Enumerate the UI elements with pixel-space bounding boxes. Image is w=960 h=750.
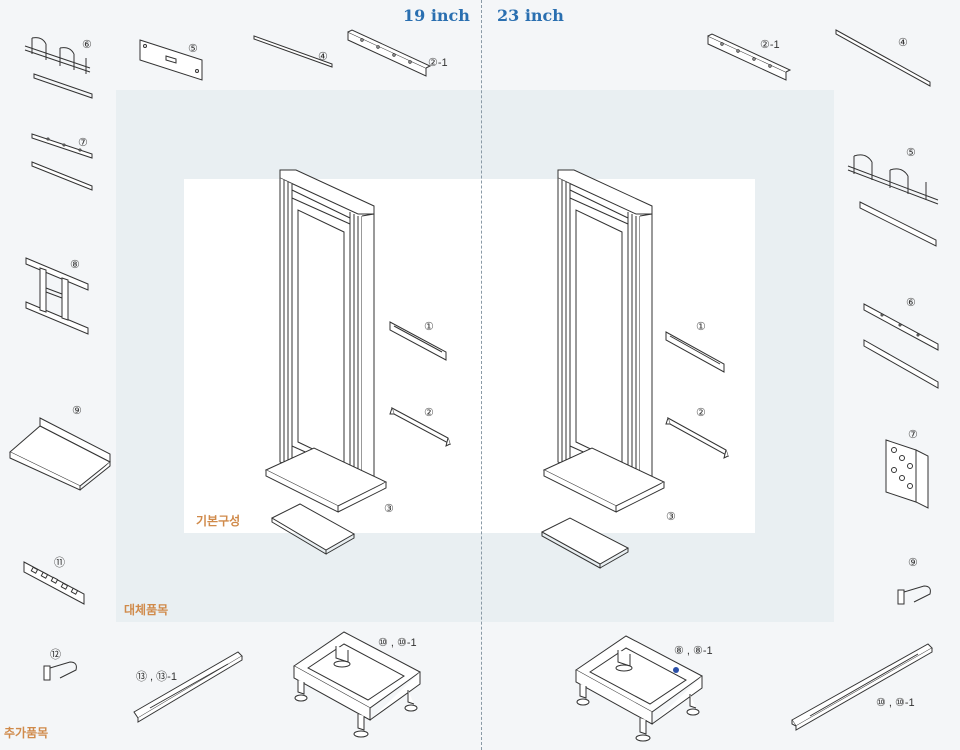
callout-1: ① — [424, 321, 434, 333]
slide-rail-part — [790, 640, 936, 732]
callout-10: ⑩ , ⑩-1 — [876, 697, 915, 709]
cable-hook-part — [894, 580, 934, 610]
callout-7: ⑦ — [908, 429, 918, 441]
highlight-dot — [673, 667, 679, 673]
callout-6: ⑥ — [906, 297, 916, 309]
callout-2-1: ②-1 — [428, 57, 448, 69]
callout-12: ⑫ — [50, 649, 61, 661]
cable-hook-part — [40, 656, 80, 686]
zone-label-replacement: 대체품목 — [124, 603, 169, 617]
callout-2: ② — [424, 407, 434, 419]
callout-3: ③ — [666, 511, 676, 523]
callout-8: ⑧ — [70, 259, 80, 271]
support-bar-part — [834, 28, 934, 88]
callout-4: ④ — [898, 37, 908, 49]
blank-panel-part — [136, 36, 208, 86]
zone-label-basic: 기본구성 — [196, 514, 241, 528]
callout-2-1: ②-1 — [760, 39, 780, 51]
zone-label-additional: 추가품목 — [4, 726, 49, 740]
slide-rail-part — [132, 650, 246, 722]
size-divider-line — [481, 0, 482, 750]
mounting-rail-part — [346, 28, 430, 82]
callout-13: ⑬ , ⑬-1 — [136, 671, 177, 683]
rack-frame-23 — [540, 166, 666, 514]
cable-manager-part — [20, 34, 100, 114]
mounting-strip-part — [28, 128, 98, 198]
rail-bracket-part — [388, 404, 454, 450]
callout-5: ⑤ — [906, 147, 916, 159]
frame-bracket-part — [22, 254, 94, 338]
base-stand-part — [288, 628, 426, 740]
callout-11: ⑪ — [54, 557, 65, 569]
rack-frame-19 — [262, 166, 388, 514]
callout-7: ⑦ — [78, 137, 88, 149]
callout-1: ① — [696, 321, 706, 333]
mounting-rail-part — [706, 32, 790, 88]
base-stand-part — [570, 632, 708, 746]
callout-10: ⑩ , ⑩-1 — [378, 637, 417, 649]
support-bar-part — [252, 34, 334, 70]
base-plate-part — [540, 514, 630, 570]
callout-4: ④ — [318, 51, 328, 63]
power-strip-part — [22, 558, 88, 608]
cable-manager-part — [844, 146, 942, 250]
panel-rail-part — [664, 328, 728, 374]
callout-5: ⑤ — [188, 43, 198, 55]
callout-9: ⑨ — [72, 405, 82, 417]
base-plate-part — [270, 500, 356, 556]
mounting-strip-part — [860, 300, 942, 390]
rail-bracket-part — [664, 414, 732, 462]
callout-2: ② — [696, 407, 706, 419]
callout-8: ⑧ , ⑧-1 — [674, 645, 713, 657]
shelf-part — [6, 414, 114, 490]
callout-3: ③ — [384, 503, 394, 515]
vertical-organizer-part — [880, 436, 932, 510]
callout-6: ⑥ — [82, 39, 92, 51]
size-label-23-inch: 23 inch — [497, 6, 564, 25]
panel-rail-part — [388, 318, 450, 364]
callout-9: ⑨ — [908, 557, 918, 569]
size-label-19-inch: 19 inch — [403, 6, 470, 25]
